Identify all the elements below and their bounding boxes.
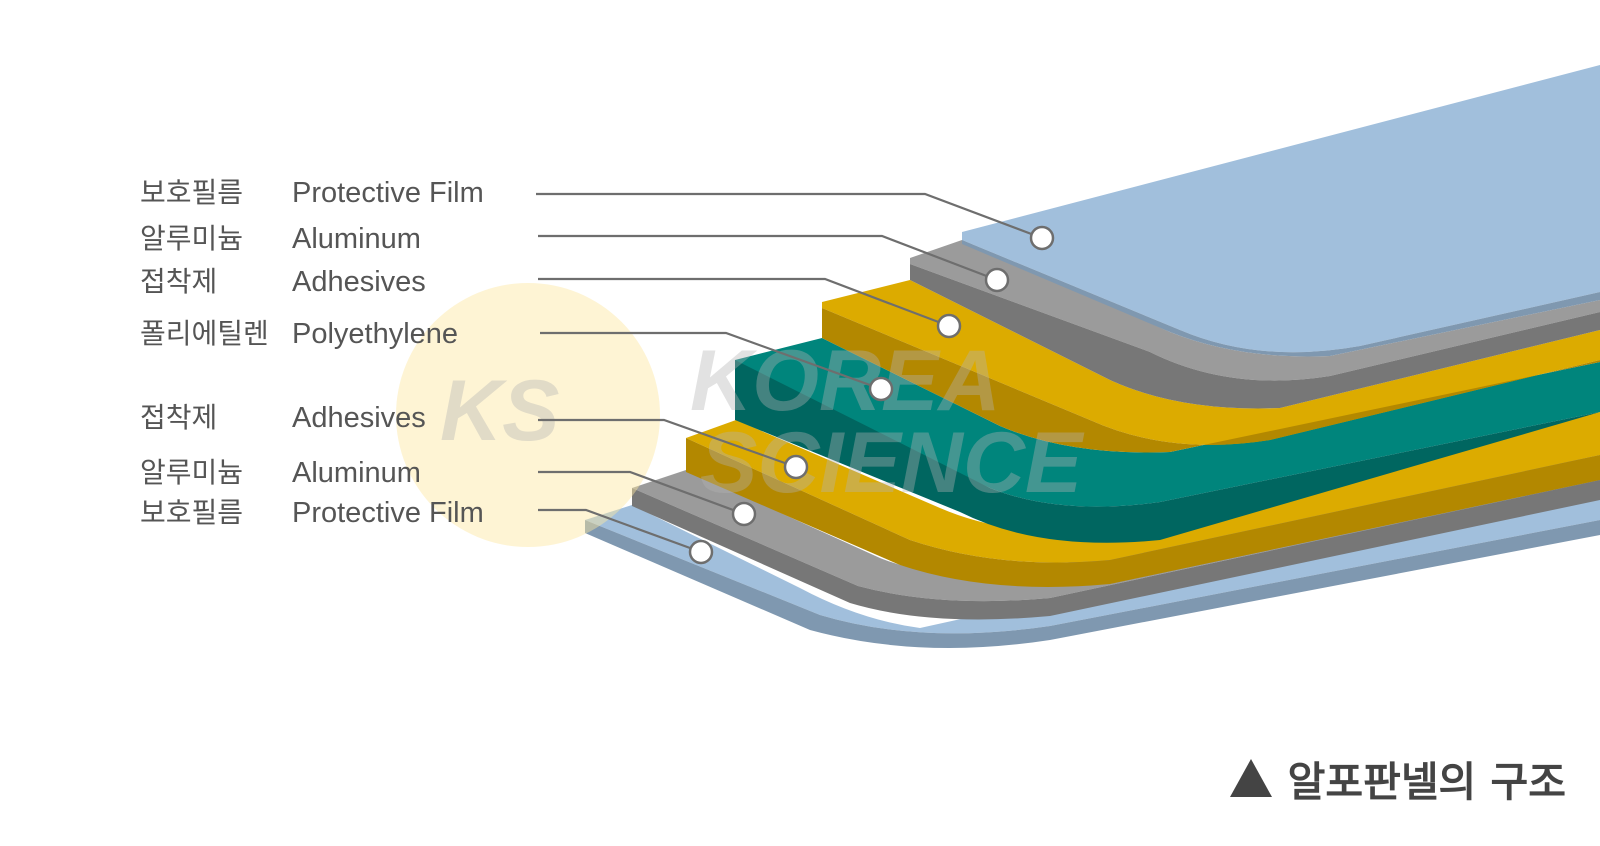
layer-upper-aluminum-side: [910, 264, 1600, 409]
layer-lower-adhesive-side: [686, 438, 1600, 587]
watermark-line1: KOREA: [690, 333, 1001, 429]
leader-dot-7: [688, 539, 714, 565]
label-english-2: Aluminum: [292, 223, 421, 255]
layer-labels: 보호필름 Protective Film 알루미늄 Aluminum 접착제 A…: [140, 176, 484, 529]
layer-upper-adhesive: [822, 280, 1600, 453]
watermark-circle: [396, 283, 660, 547]
caption-text: 알포판넬의 구조: [1287, 758, 1566, 806]
label-korean-3: 접착제: [140, 265, 217, 298]
label-english-5: Adhesives: [292, 402, 426, 434]
layer-upper-aluminum-top: [910, 240, 1600, 381]
layer-top-protective-film: [962, 65, 1600, 357]
layer-upper-adhesive-side: [822, 308, 1600, 453]
layer-polyethylene-side: [735, 360, 1600, 543]
layer-upper-aluminum: [910, 240, 1600, 409]
leader-line-7: [538, 508, 702, 554]
triangle-up-icon: [1229, 759, 1272, 797]
label-korean-1: 보호필름: [140, 176, 243, 209]
label-korean-6: 알루미늄: [140, 456, 243, 489]
leader-line-6: [538, 470, 745, 516]
leader-line-4: [540, 331, 882, 391]
leader-line-1: [536, 192, 1043, 240]
layer-bottom-aluminum: [632, 455, 1600, 620]
leader-dot-5: [783, 454, 809, 480]
label-korean-2: 알루미늄: [140, 222, 243, 255]
leader-dot-6: [731, 501, 757, 527]
layer-lower-adhesive: [686, 412, 1600, 587]
leader-dot-1: [1029, 225, 1055, 251]
label-english-7: Protective Film: [292, 497, 484, 529]
label-english-6: Aluminum: [292, 457, 421, 489]
leader-dot-2: [984, 267, 1010, 293]
layer-bottom-aluminum-top: [632, 455, 1600, 602]
label-korean-7: 보호필름: [140, 496, 243, 529]
leader-line-5: [538, 418, 797, 469]
leader-lines: [536, 192, 1055, 565]
layer-bottom-protective-film-side: [585, 520, 1600, 648]
label-english-3: Adhesives: [292, 266, 426, 298]
layer-polyethylene: [735, 338, 1600, 543]
label-english-4: Polyethylene: [292, 318, 458, 350]
label-korean-4: 폴리에틸렌: [140, 317, 269, 350]
figure-caption: 알포판넬의 구조: [1229, 748, 1566, 808]
leader-dot-4: [868, 376, 894, 402]
leader-line-2: [538, 234, 998, 282]
layer-polyethylene-top: [735, 338, 1600, 507]
watermark-line2: SCIENCE: [700, 415, 1085, 511]
layer-bottom-aluminum-side: [632, 480, 1600, 620]
layer-lower-adhesive-top: [686, 412, 1600, 563]
leader-dot-3: [936, 313, 962, 339]
layer-top-protective-film-top: [962, 65, 1600, 353]
watermark: KS KOREA SCIENCE: [396, 283, 1085, 547]
label-korean-5: 접착제: [140, 401, 217, 434]
label-english-1: Protective Film: [292, 177, 484, 209]
leader-line-3: [538, 277, 950, 328]
watermark-logo: KS: [440, 363, 559, 459]
